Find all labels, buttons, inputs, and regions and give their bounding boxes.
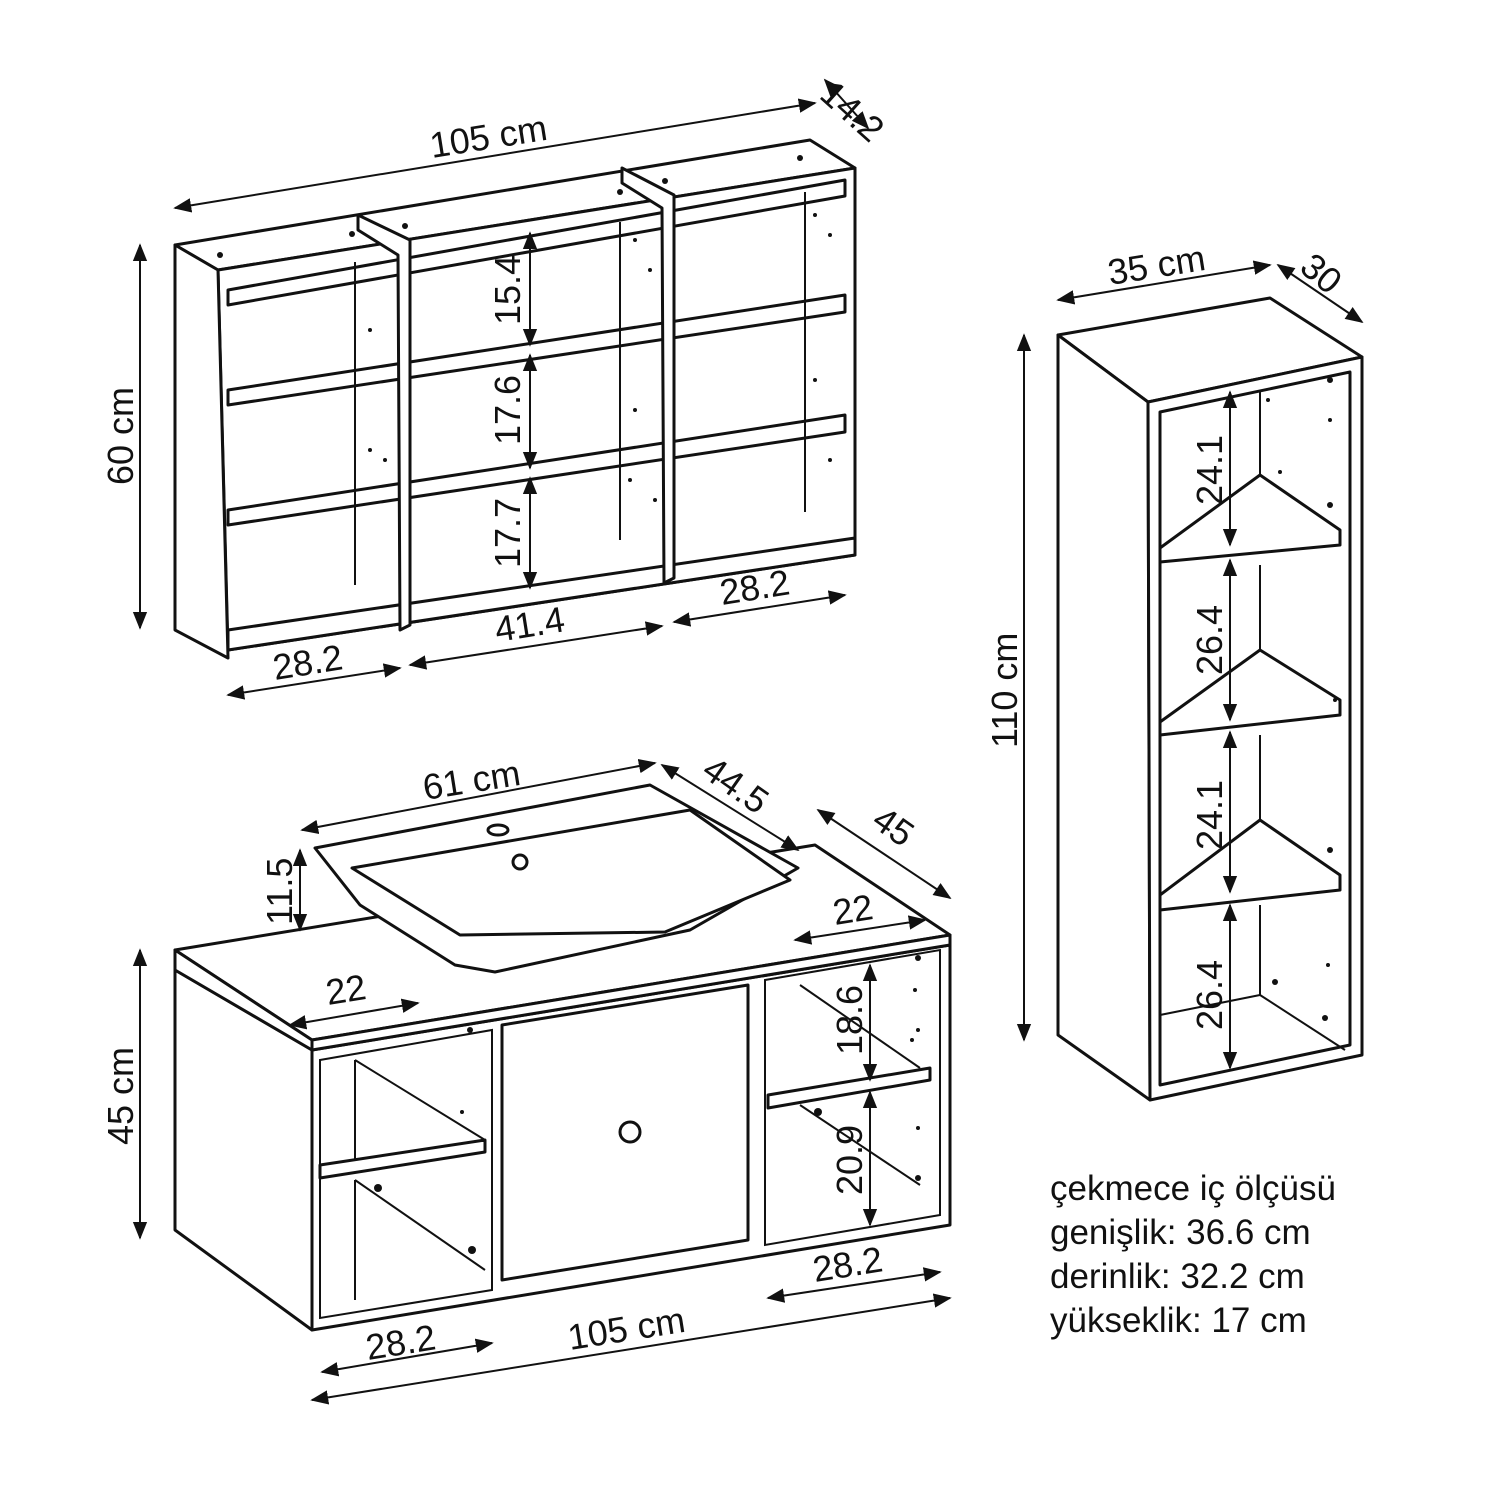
vanity-height-label: 45 cm <box>100 1047 141 1145</box>
right-shelf-bottom-label: 20.9 <box>829 1125 870 1195</box>
vanity-drawing <box>173 783 952 1332</box>
tall-cabinet-drawing <box>1056 296 1364 1102</box>
tall-shelf-3-label: 24.1 <box>1189 780 1230 850</box>
drawer-note-depth: derinlik: 32.2 cm <box>1050 1257 1305 1296</box>
drawer-note-height: yükseklik: 17 cm <box>1050 1301 1307 1340</box>
tall-shelf-4-label: 26.4 <box>1189 960 1230 1030</box>
top-right-depth-label: 22 <box>830 886 876 933</box>
tall-width-label: 35 cm <box>1105 237 1208 293</box>
tall-depth-label: 30 <box>1293 245 1350 302</box>
wall-height-label: 60 cm <box>100 387 141 485</box>
vanity-left-width-label: 28.2 <box>363 1316 439 1367</box>
wall-shelf-bottom-label: 17.7 <box>487 498 528 568</box>
tall-height-label: 110 cm <box>984 633 1025 748</box>
right-shelf-top-label: 18.6 <box>829 985 870 1055</box>
tall-shelf-2-label: 26.4 <box>1189 605 1230 675</box>
tall-shelf-1-label: 24.1 <box>1189 435 1230 505</box>
basin-width-label: 61 cm <box>420 752 523 808</box>
basin-height-label: 11.5 <box>259 858 300 925</box>
top-left-depth-label: 22 <box>323 966 369 1013</box>
wall-shelf-top-label: 15.4 <box>487 255 528 325</box>
vanity-total-width-label: 105 cm <box>565 1299 688 1358</box>
wall-depth-label: 14.2 <box>813 72 893 149</box>
drawer-inner-dimensions-note: çekmece iç ölçüsü genişlik: 36.6 cm deri… <box>1050 1169 1336 1340</box>
wall-left-width-label: 28.2 <box>270 636 346 687</box>
drawer-note-width: genişlik: 36.6 cm <box>1050 1213 1311 1252</box>
drawer-note-title: çekmece iç ölçüsü <box>1050 1169 1336 1208</box>
wall-width-label: 105 cm <box>427 107 550 166</box>
wall-shelf-middle-label: 17.6 <box>487 375 528 445</box>
